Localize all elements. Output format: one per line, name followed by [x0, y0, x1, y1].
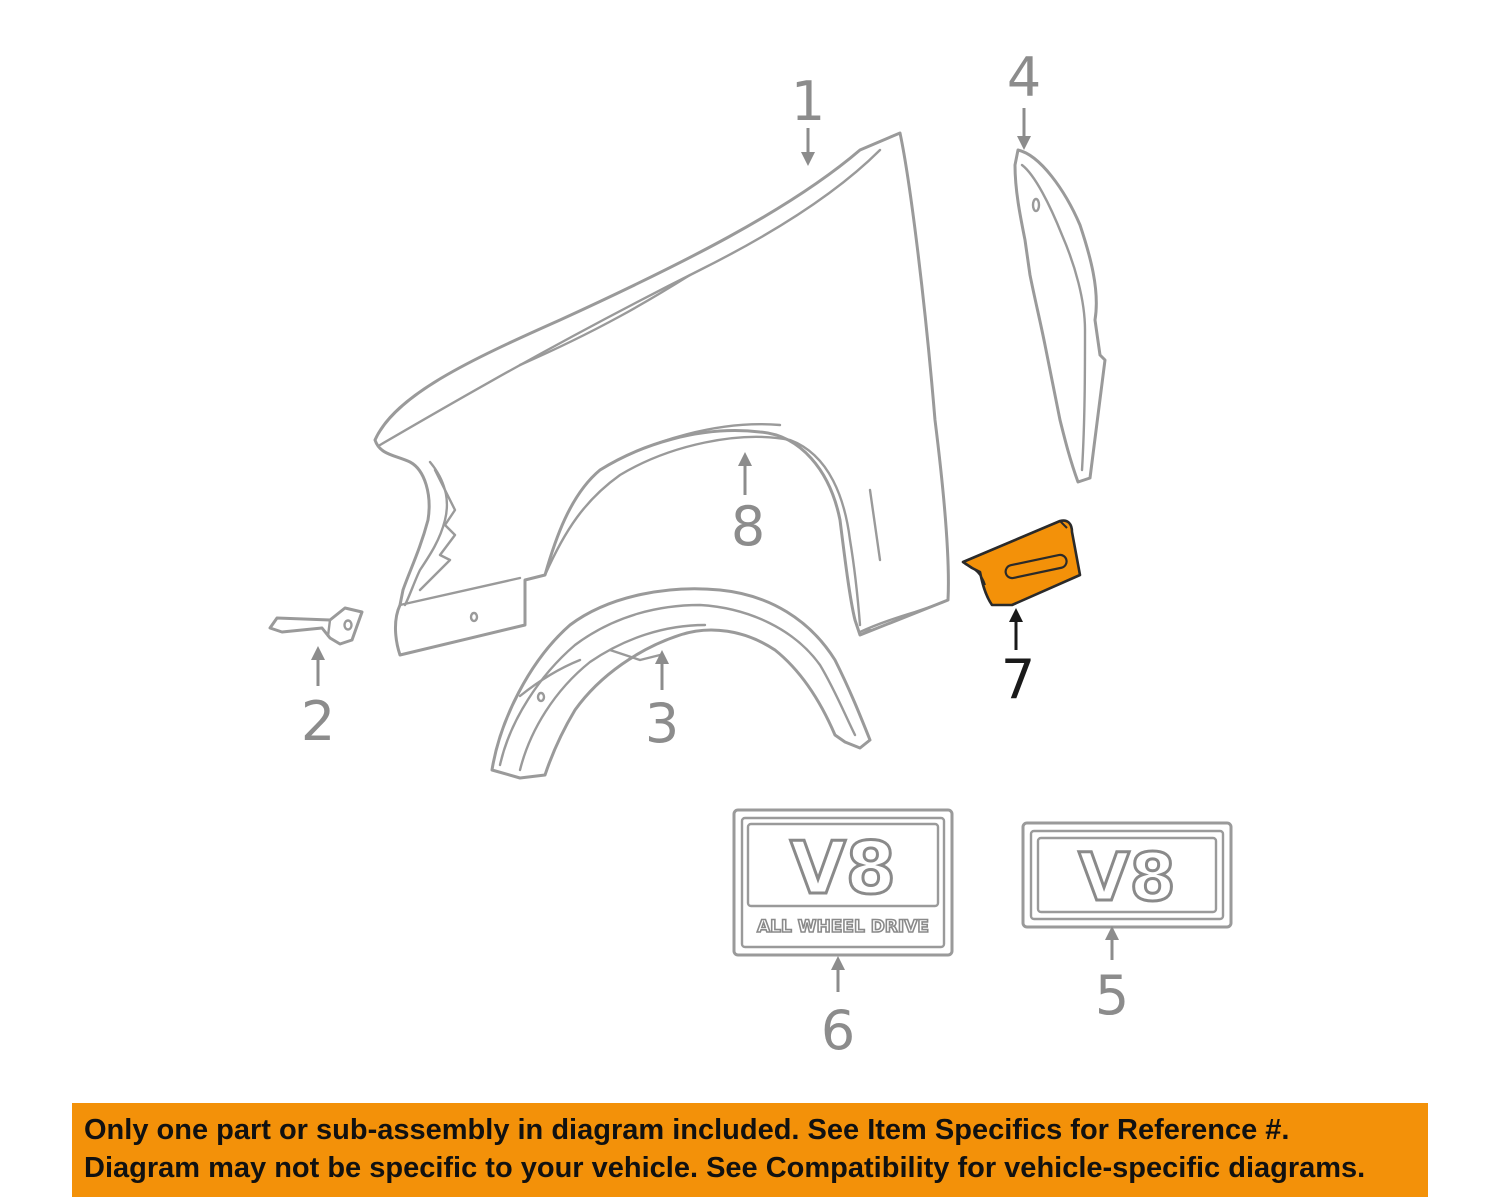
emblem-part-6[interactable]: V8 ALL WHEEL DRIVE — [732, 808, 954, 957]
panel-part-4[interactable] — [1013, 148, 1107, 484]
emblem-6-subtext: ALL WHEEL DRIVE — [757, 917, 929, 937]
callout-2: 2 — [301, 690, 335, 753]
emblem-5-text: V8 — [1078, 839, 1175, 916]
bracket-part-2[interactable] — [268, 606, 364, 646]
callout-arrows — [311, 108, 1119, 992]
fender-part-1[interactable] — [373, 131, 950, 657]
callout-1: 1 — [791, 70, 825, 133]
callout-3: 3 — [645, 692, 679, 755]
disclaimer-banner: Only one part or sub-assembly in diagram… — [72, 1103, 1428, 1197]
disclaimer-line-2: Diagram may not be specific to your vehi… — [84, 1152, 1366, 1184]
callout-8: 8 — [731, 495, 765, 558]
disclaimer-line-1: Only one part or sub-assembly in diagram… — [84, 1114, 1290, 1146]
liner-part-3[interactable] — [490, 587, 872, 780]
callout-6: 6 — [821, 999, 855, 1062]
callout-7: 7 — [1001, 648, 1035, 711]
emblem-6-text: V8 — [790, 826, 896, 910]
emblem-part-5[interactable]: V8 — [1021, 821, 1233, 929]
callout-4: 4 — [1007, 46, 1041, 109]
molding-part-7[interactable] — [961, 519, 1082, 607]
callout-5: 5 — [1095, 964, 1129, 1027]
